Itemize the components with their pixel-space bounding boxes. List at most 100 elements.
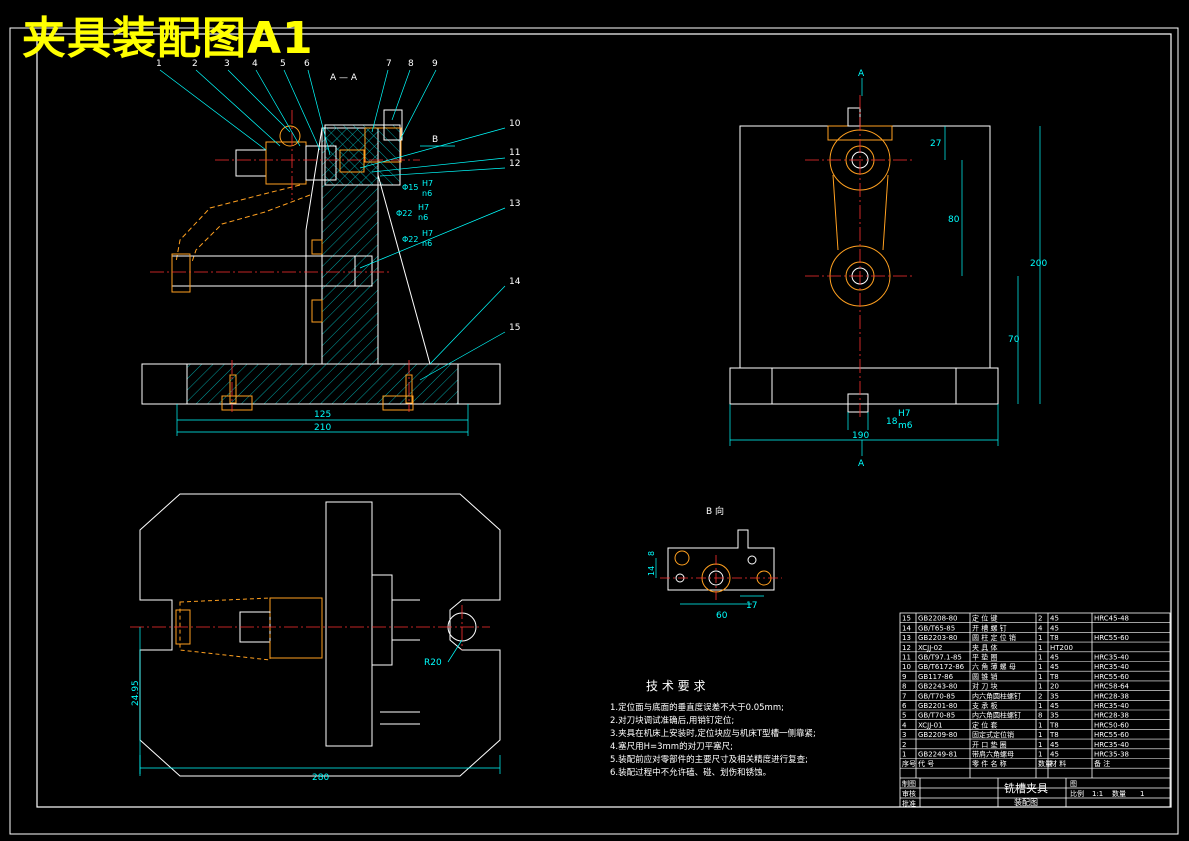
tb-approve: 批准 bbox=[902, 799, 916, 808]
bom-cell: HRC35-40 bbox=[1094, 741, 1129, 749]
bom-cell: HRC45-48 bbox=[1094, 615, 1129, 623]
bom-cell: HRC55-60 bbox=[1094, 634, 1129, 642]
side-dim-labels: 27 80 200 70 190 18 H7 m6 bbox=[852, 139, 1047, 441]
bom-cell: 14 bbox=[902, 624, 911, 632]
bom-cell: T8 bbox=[1049, 731, 1059, 739]
bom-cell: 固定式定位销 bbox=[972, 730, 1014, 739]
balloon-12: 12 bbox=[509, 159, 520, 169]
side-centerlines bbox=[805, 95, 915, 420]
section-view-a-a bbox=[141, 109, 501, 411]
bom-cell: HRC28-38 bbox=[1094, 712, 1129, 720]
bom-header-cell: 备 注 bbox=[1094, 759, 1110, 768]
bom-cell: 2 bbox=[902, 741, 906, 749]
bom-cell: T8 bbox=[1049, 721, 1059, 729]
section-marker-a-top: A bbox=[858, 69, 865, 79]
balloon-11: 11 bbox=[509, 148, 520, 158]
bom-cell: 夹 具 体 bbox=[972, 643, 997, 652]
bom-cell: 1 bbox=[1038, 751, 1042, 759]
bom-cell: 对 刀 块 bbox=[972, 682, 997, 691]
section-dimensions bbox=[176, 404, 469, 436]
top-dimensions bbox=[139, 627, 501, 776]
bom-cell: XCJJ-01 bbox=[918, 721, 943, 729]
tech-item-1: 1.定位面与底面的垂直度误差不大于0.05mm; bbox=[610, 702, 784, 713]
balloon-4: 4 bbox=[252, 59, 258, 69]
dim-side-h7: H7 bbox=[898, 409, 911, 419]
outer-frame bbox=[9, 27, 1179, 835]
bom-cell: 1 bbox=[902, 751, 906, 759]
bom-cell: GB/T65-85 bbox=[918, 624, 955, 632]
bom-cell: GB2201-80 bbox=[918, 702, 957, 710]
bom-cell: HRC58-64 bbox=[1094, 683, 1130, 691]
dim-60: 60 bbox=[716, 611, 728, 621]
balloon-2: 2 bbox=[192, 59, 198, 69]
bom-cell: 六 角 薄 螺 母 bbox=[972, 662, 1016, 671]
bom-cell: 3 bbox=[902, 731, 906, 739]
tech-item-5: 5.装配前应对零部件的主要尺寸及相关精度进行复查; bbox=[610, 754, 808, 765]
bom-cell: 6 bbox=[902, 702, 907, 710]
bom-cell: 定 位 套 bbox=[972, 720, 997, 729]
bom-cell: 1 bbox=[1038, 644, 1042, 652]
bom-cell: 2 bbox=[1038, 692, 1042, 700]
bom-cell: 35 bbox=[1050, 712, 1059, 720]
tb-qty-label: 数量 bbox=[1112, 789, 1126, 798]
banner-title: 夹具装配图A1 bbox=[22, 13, 314, 64]
tb-qty: 1 bbox=[1140, 790, 1144, 798]
bom-cell: HRC50-60 bbox=[1094, 721, 1129, 729]
bom-cell: 7 bbox=[902, 692, 906, 700]
bom-cell: GB/T70-85 bbox=[918, 692, 955, 700]
balloon-9: 9 bbox=[432, 59, 438, 69]
bom-header-cell: 代 号 bbox=[918, 759, 934, 768]
view-b bbox=[667, 529, 775, 593]
bom-cell: GB/T6172-86 bbox=[918, 663, 965, 671]
tech-item-6: 6.装配过程中不允许磕、碰、划伤和锈蚀。 bbox=[610, 767, 771, 778]
dim-125: 125 bbox=[314, 410, 331, 420]
top-view bbox=[139, 493, 501, 777]
balloon-1: 1 bbox=[156, 59, 162, 69]
dim-200: 200 bbox=[1030, 259, 1047, 269]
bom-cell: 开 槽 螺 钉 bbox=[972, 623, 1007, 632]
bom-cell: 1 bbox=[1038, 721, 1042, 729]
bom-cell: 4 bbox=[902, 721, 907, 729]
bom-cell: 内六角圆柱螺钉 bbox=[972, 691, 1021, 700]
technical-requirements: 技 术 要 求 1.定位面与底面的垂直度误差不大于0.05mm; 2.对刀块调试… bbox=[610, 679, 816, 778]
inner-frame bbox=[36, 33, 1172, 808]
section-centerlines bbox=[150, 110, 420, 412]
bom-cell: 开 口 垫 圈 bbox=[972, 740, 1007, 749]
bom-header-cell: 数量 bbox=[1038, 759, 1052, 768]
fit-phi22a-n6: n6 bbox=[418, 213, 428, 222]
bom-cell: GB2203-80 bbox=[918, 634, 957, 642]
dim-8: 8 bbox=[647, 551, 656, 556]
bom-cell: HRC35-40 bbox=[1094, 663, 1129, 671]
bom-cell: 8 bbox=[902, 683, 906, 691]
balloon-leaders bbox=[159, 69, 506, 381]
tb-sub: 装配图 bbox=[1014, 797, 1038, 807]
tech-item-2: 2.对刀块调试准确后,用销钉定位; bbox=[610, 715, 734, 726]
bom-cell: 1 bbox=[1038, 702, 1042, 710]
fit-phi15-n6: n6 bbox=[422, 189, 432, 198]
view-b-label: B 向 bbox=[706, 505, 724, 517]
dim-190: 190 bbox=[852, 431, 869, 441]
bom-cell: 1 bbox=[1038, 634, 1042, 642]
bom-cell: 平 垫 圈 bbox=[972, 653, 997, 662]
bom-cell: HRC55-60 bbox=[1094, 731, 1129, 739]
bom-cell: 1 bbox=[1038, 741, 1042, 749]
side-view bbox=[729, 107, 999, 413]
top-centerlines bbox=[130, 605, 490, 650]
tb-scale-label: 比例 bbox=[1070, 789, 1084, 798]
dim-80: 80 bbox=[948, 215, 960, 225]
fit-phi22b-n6: n6 bbox=[422, 239, 432, 248]
dim-280: 280 bbox=[312, 773, 329, 783]
bom-cell: 13 bbox=[902, 634, 911, 642]
dim-side-m6: m6 bbox=[898, 421, 913, 431]
view-b-dims bbox=[655, 558, 764, 605]
tech-item-4: 4.塞尺用H=3mm的对刀平塞尺; bbox=[610, 741, 733, 752]
section-view-label: A — A bbox=[330, 73, 358, 83]
bom-cell: 1 bbox=[1038, 654, 1042, 662]
bom-cell: 9 bbox=[902, 673, 906, 681]
tb-stage: 图 bbox=[1070, 780, 1077, 788]
balloon-10: 10 bbox=[509, 119, 521, 129]
bom-cell: GB2249-81 bbox=[918, 751, 957, 759]
bom-cell: 12 bbox=[902, 644, 911, 652]
bom-cell: 圆 锥 销 bbox=[972, 672, 997, 681]
